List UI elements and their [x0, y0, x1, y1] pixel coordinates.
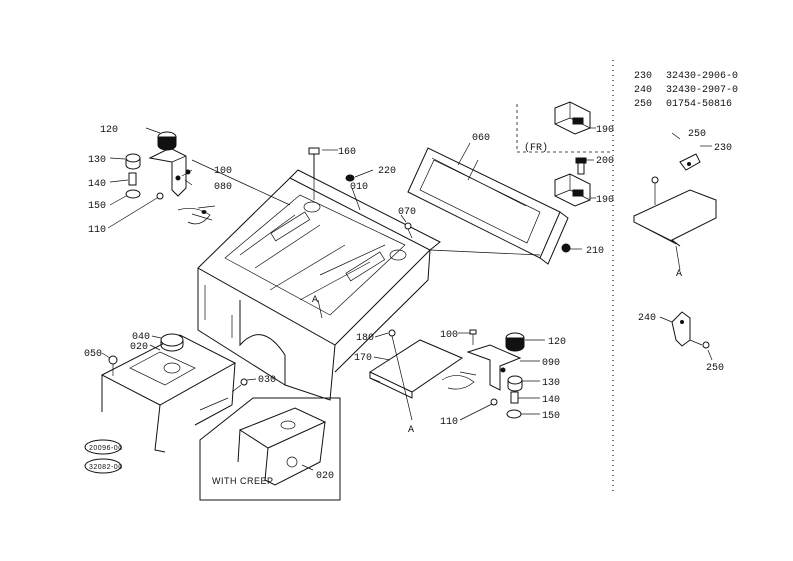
label-080: 080	[214, 182, 232, 193]
label-070: 070	[398, 207, 416, 218]
label-030: 030	[258, 375, 276, 386]
table-partno-230: 32430-2906-0	[666, 71, 738, 82]
stamp-text-1: 20096-00	[89, 445, 123, 452]
panel-060	[407, 147, 569, 265]
label-090: 090	[542, 358, 560, 369]
label-190-upper: 190	[596, 125, 614, 136]
label-150-right: 150	[542, 411, 560, 422]
label-130-right: 130	[542, 378, 560, 389]
mark-a-plate: A	[408, 425, 414, 436]
label-170: 170	[354, 353, 372, 364]
lower-panel-right	[633, 153, 717, 271]
label-140-left: 140	[88, 179, 106, 190]
label-020-main: 020	[130, 342, 148, 353]
plate-170	[368, 329, 464, 421]
label-250-lower: 250	[706, 363, 724, 374]
label-100-left: 100	[214, 166, 232, 177]
parts-table: 230 32430-2906-0 240 32430-2907-0 250 01…	[634, 71, 738, 110]
label-250-upper: 250	[688, 129, 706, 140]
mount-left	[125, 131, 216, 225]
bolt-160	[308, 147, 320, 200]
label-150-left: 150	[88, 201, 106, 212]
label-050: 050	[84, 349, 102, 360]
mount-right	[441, 329, 525, 419]
label-040: 040	[132, 332, 150, 343]
leader-lines	[101, 127, 713, 471]
label-200: 200	[596, 156, 614, 167]
label-230: 230	[714, 143, 732, 154]
label-010: 010	[350, 182, 368, 193]
part-240	[671, 311, 710, 349]
label-160: 160	[338, 147, 356, 158]
label-020-creep: 020	[316, 471, 334, 482]
table-ref-240: 240	[634, 85, 652, 96]
table-partno-250: 01754-50816	[666, 99, 732, 110]
table-partno-240: 32430-2907-0	[666, 85, 738, 96]
cap-040	[160, 333, 184, 352]
label-130-left: 130	[88, 155, 106, 166]
label-with-creep: WITH CREEP	[212, 476, 274, 486]
label-060: 060	[472, 133, 490, 144]
with-creep-box	[199, 397, 341, 501]
label-180: 180	[356, 333, 374, 344]
mark-a-right: A	[676, 269, 682, 280]
label-fr: (FR)	[524, 142, 548, 154]
label-120-right: 120	[548, 337, 566, 348]
label-220: 220	[378, 166, 396, 177]
bolt-030	[231, 378, 248, 393]
label-100-right: 100	[440, 330, 458, 341]
label-110-left: 110	[88, 225, 106, 236]
bracket-190-lower	[554, 157, 591, 207]
table-ref-230: 230	[634, 71, 652, 82]
label-140-right: 140	[542, 395, 560, 406]
nut-050	[108, 355, 118, 376]
label-110-right: 110	[440, 417, 458, 428]
label-240: 240	[638, 313, 656, 324]
label-120-left: 120	[100, 125, 118, 136]
stamp-text-2: 32082-00	[89, 464, 123, 471]
nut-210	[561, 243, 571, 253]
screw-070	[404, 222, 413, 239]
stamp-group	[84, 439, 122, 474]
table-ref-250: 250	[634, 99, 652, 110]
washer-220	[345, 174, 355, 182]
label-190-lower: 190	[596, 195, 614, 206]
frame-010	[191, 159, 541, 401]
mark-a-frame: A	[312, 295, 318, 306]
part-labels: 120 130 140 150 110 100 080 160 220 010 …	[84, 125, 732, 486]
label-210: 210	[586, 246, 604, 257]
cover-020	[100, 334, 237, 453]
